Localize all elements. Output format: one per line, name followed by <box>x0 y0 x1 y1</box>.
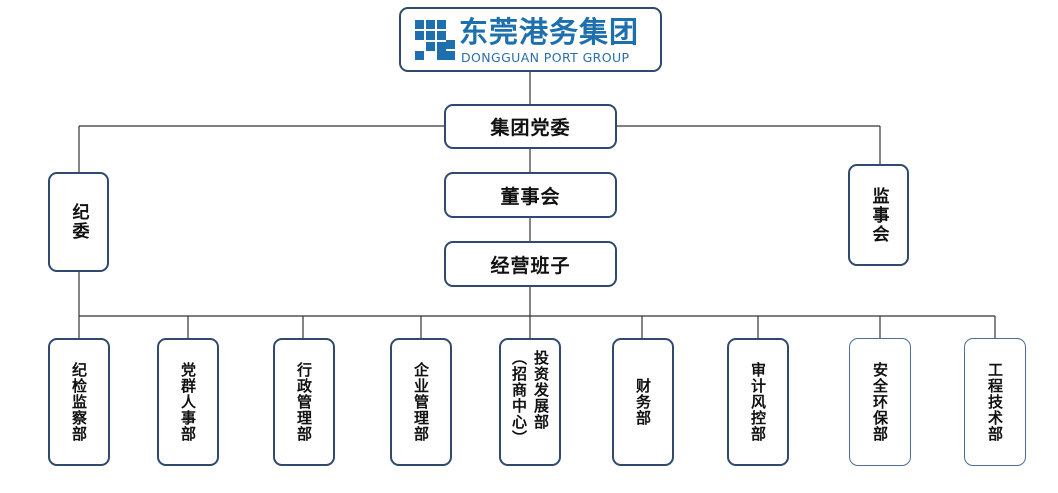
company-logo: 东莞港务集团 DONGGUAN PORT GROUP <box>399 7 662 72</box>
dept-label: 投资发展部（招商中心） <box>510 350 550 446</box>
dept-investment-development: 投资发展部（招商中心） <box>499 338 561 466</box>
dept-label: 党群人事部 <box>179 362 197 442</box>
dept-party-hr: 党群人事部 <box>157 338 219 466</box>
dept-enterprise-management: 企业管理部 <box>390 338 452 466</box>
company-name-en: DONGGUAN PORT GROUP <box>461 50 630 65</box>
node-board-of-directors-label: 董事会 <box>500 185 561 208</box>
dept-label: 财务部 <box>634 378 652 426</box>
dept-finance: 财务部 <box>612 338 674 466</box>
node-party-committee-label: 集团党委 <box>490 117 571 139</box>
dept-label: 纪检监察部 <box>70 362 88 442</box>
node-discipline-committee: 纪委 <box>48 172 109 272</box>
dept-engineering-technology: 工程技术部 <box>964 338 1026 466</box>
node-board-of-directors: 董事会 <box>444 172 617 218</box>
company-name-cn: 东莞港务集团 <box>459 15 640 49</box>
dept-label: 企业管理部 <box>412 362 430 442</box>
node-supervisory-board-label: 监事会 <box>868 186 889 244</box>
dept-audit-risk-control: 审计风控部 <box>727 338 789 466</box>
dept-label: 工程技术部 <box>986 362 1004 442</box>
dept-label: 审计风控部 <box>749 362 767 442</box>
node-supervisory-board: 监事会 <box>848 164 909 266</box>
dept-label: 安全环保部 <box>871 362 889 442</box>
dept-label: 行政管理部 <box>295 362 313 442</box>
dept-safety-environment: 安全环保部 <box>849 338 911 466</box>
node-discipline-committee-label: 纪委 <box>68 203 89 241</box>
node-management-team-label: 经营班子 <box>490 254 571 277</box>
node-party-committee: 集团党委 <box>444 104 617 149</box>
node-management-team: 经营班子 <box>444 241 617 287</box>
company-logo-mark <box>415 20 455 60</box>
dept-administration: 行政管理部 <box>273 338 335 466</box>
dept-discipline-inspection: 纪检监察部 <box>48 338 110 466</box>
